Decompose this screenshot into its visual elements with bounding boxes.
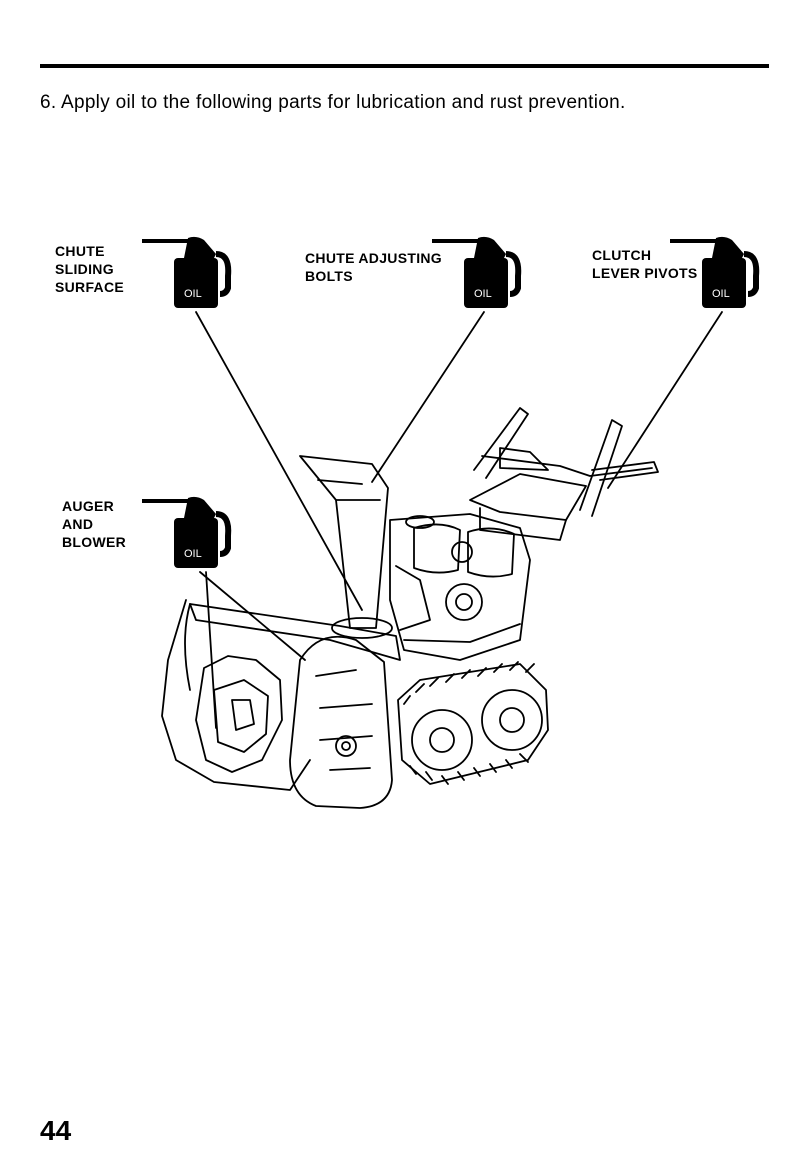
label-chute-adjusting-bolts: CHUTE ADJUSTING BOLTS [305,250,442,284]
oil-can-icon: OIL [142,236,232,308]
leader-line-chute-surface [195,311,363,611]
oil-can-icon: OIL [670,236,760,308]
oil-can-icon: OIL [432,236,522,308]
svg-text:OIL: OIL [474,288,492,300]
leader-line-clutch-pivots [607,311,723,489]
svg-text:OIL: OIL [712,288,730,300]
page-number: 44 [40,1115,72,1146]
leader-line-blower [199,571,306,661]
label-auger-and-blower: AUGER AND BLOWER [62,498,127,550]
instruction-text: 6. Apply oil to the following parts for … [40,92,626,113]
leader-line-chute-bolts [371,311,485,483]
label-chute-sliding-surface: CHUTE SLIDING SURFACE [55,243,124,295]
header-rule [40,64,769,68]
oil-can-icon: OIL [142,496,232,568]
label-clutch-lever-pivots: CLUTCH LEVER PIVOTS [592,247,698,281]
svg-text:OIL: OIL [184,288,202,300]
svg-text:OIL: OIL [184,548,202,560]
